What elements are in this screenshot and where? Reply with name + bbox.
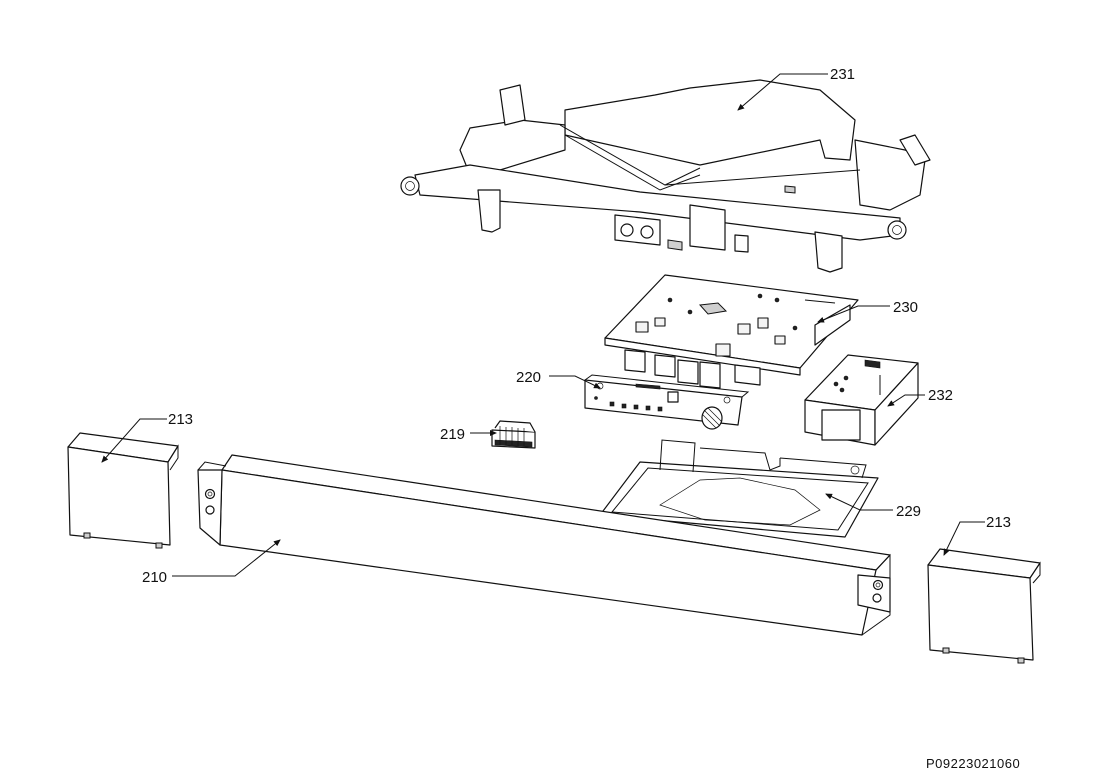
drawing-code: P09223021060 <box>926 756 1020 771</box>
part-232-module <box>804 354 919 446</box>
part-229-tray <box>599 439 879 538</box>
part-213-right-end-cap <box>927 548 1041 664</box>
callout-230: 230 <box>893 299 918 316</box>
part-230-main-pcb <box>604 274 859 389</box>
callout-232: 232 <box>928 387 953 404</box>
part-210-front-panel <box>197 454 891 636</box>
part-220-control-board <box>584 374 750 430</box>
part-219-connector <box>491 420 536 449</box>
callout-210: 210 <box>142 569 167 586</box>
callout-213-right: 213 <box>986 514 1011 531</box>
part-213-left-end-cap <box>67 432 179 549</box>
callout-219: 219 <box>440 426 465 443</box>
callout-231: 231 <box>830 66 855 83</box>
callout-213-left: 213 <box>168 411 193 428</box>
callout-220: 220 <box>516 369 541 386</box>
leader-lines <box>101 73 985 577</box>
part-231-housing-frame <box>400 79 931 273</box>
callout-229: 229 <box>896 503 921 520</box>
